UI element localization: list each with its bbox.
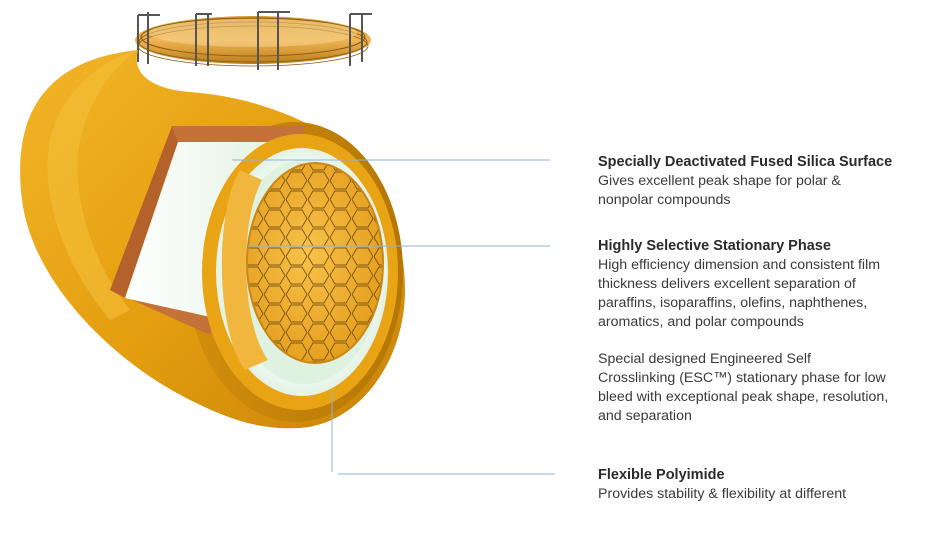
callout-line: nonpolar compounds	[598, 192, 731, 208]
callout-title: Flexible Polyimide	[598, 467, 725, 483]
stationary-phase-core	[246, 162, 384, 364]
callout-line: High efficiency dimension and consistent…	[598, 257, 881, 273]
callout-line: Crosslinking (ESC™) stationary phase for…	[598, 370, 886, 386]
callout-line: bleed with exceptional peak shape, resol…	[598, 389, 889, 405]
callout-line: Provides stability & flexibility at diff…	[598, 486, 847, 502]
callout-line: Special designed Engineered Self	[598, 351, 811, 367]
callout-title: Specially Deactivated Fused Silica Surfa…	[598, 154, 893, 170]
callout-line: aromatics, and polar compounds	[598, 314, 804, 330]
callout-fused-silica: Specially Deactivated Fused Silica Surfa…	[598, 153, 928, 210]
callout-line: and separation	[598, 408, 692, 424]
callout-line: Gives excellent peak shape for polar &	[598, 173, 841, 189]
callout-line: thickness delivers excellent separation …	[598, 276, 856, 292]
callout-title: Highly Selective Stationary Phase	[598, 238, 831, 254]
callout-stationary-phase: Highly Selective Stationary Phase High e…	[598, 237, 928, 332]
callout-line: paraffins, isoparaffins, olefins, naphth…	[598, 295, 868, 311]
callout-flexible-polyimide: Flexible Polyimide Provides stability & …	[598, 466, 928, 504]
gc-column-coil	[135, 11, 372, 70]
callout-esc-phase: Special designed Engineered Self Crossli…	[598, 350, 928, 426]
